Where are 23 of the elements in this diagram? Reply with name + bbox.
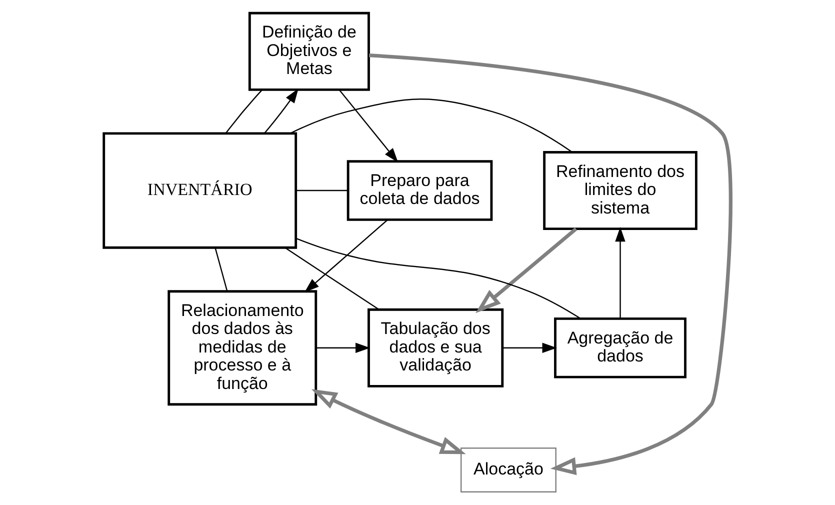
connector <box>296 238 581 320</box>
connector <box>290 98 572 153</box>
node-box: Alocação <box>460 448 556 492</box>
arrow <box>476 227 578 314</box>
node-box: INVENTÁRIO <box>102 132 298 249</box>
arrow <box>304 219 388 292</box>
connector <box>296 190 348 192</box>
arrow <box>264 88 298 134</box>
arrow <box>338 90 398 163</box>
node-box: Definição de Objetivos e Metas <box>248 12 370 91</box>
node-box: Tabulação dos dados e sua validação <box>368 308 504 388</box>
connector <box>214 248 228 292</box>
arrow <box>615 227 626 319</box>
connector <box>226 90 262 134</box>
arrow <box>502 342 557 353</box>
node-box: Preparo para coleta de dados <box>346 160 493 221</box>
arrow <box>316 342 370 353</box>
arrow <box>368 53 732 476</box>
node-box: Relacionamento dos dados às medidas de processo e à função <box>168 290 318 406</box>
arrow <box>311 389 466 454</box>
node-box: Refinamento dos limites do sistema <box>543 151 698 230</box>
connector <box>284 247 380 310</box>
node-box: Agregação de dados <box>554 318 686 378</box>
